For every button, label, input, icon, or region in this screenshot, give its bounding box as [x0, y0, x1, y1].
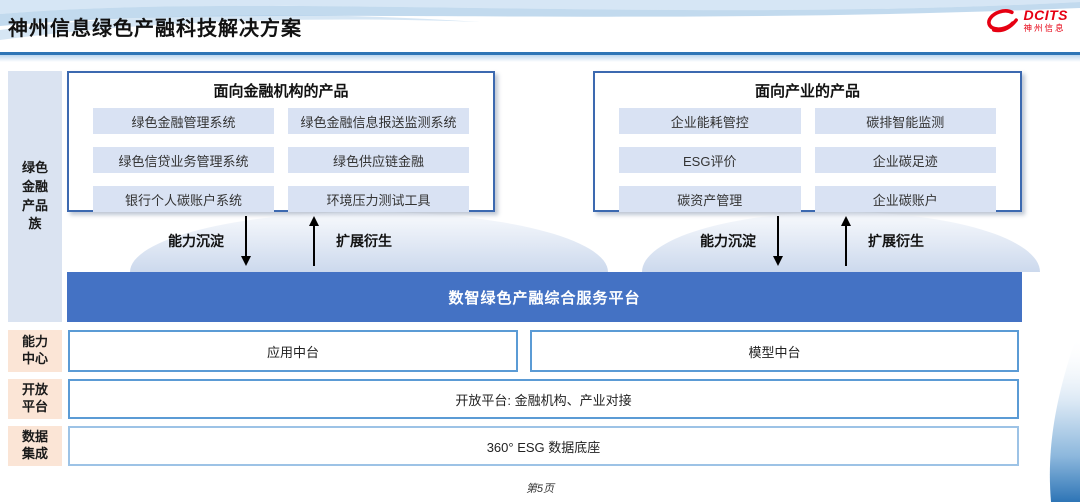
product-item: 环境压力测试工具 [288, 186, 469, 212]
sidebar-data-integration-label: 数据集成 [8, 426, 62, 466]
product-item: 银行个人碳账户系统 [93, 186, 274, 212]
group-title: 面向产业的产品 [754, 83, 860, 100]
flow-down-label: 能力沉淀 [700, 233, 756, 249]
product-item: 绿色信贷业务管理系统 [93, 147, 274, 173]
product-item: 绿色金融管理系统 [93, 108, 274, 134]
box-esg-data-base: 360° ESG 数据底座 [68, 426, 1019, 466]
arrow-down-icon [241, 216, 251, 266]
flow-up-label: 扩展衍生 [336, 233, 392, 249]
group-title: 面向金融机构的产品 [213, 83, 349, 100]
product-item: 绿色金融信息报送监测系统 [288, 108, 469, 134]
platform-title: 数智绿色产融综合服务平台 [448, 289, 641, 307]
title-rule-glow [0, 55, 1080, 62]
page-number: 第5页 [525, 483, 555, 495]
product-item: ESG评价 [619, 147, 801, 173]
flow-up-label: 扩展衍生 [868, 233, 924, 249]
platform-bar: 数智绿色产融综合服务平台 [67, 272, 1022, 322]
arrow-up-icon [309, 216, 319, 266]
box-open-platform: 开放平台: 金融机构、产业对接 [68, 379, 1019, 419]
company-logo: DCITS 神州信息 [984, 6, 1069, 34]
corner-swoosh-decoration [1049, 337, 1080, 502]
title-rule [0, 52, 1080, 55]
logo-name: DCITS [1023, 6, 1068, 23]
product-item: 企业碳账户 [814, 186, 996, 212]
sidebar-product-family-label: 绿色金融产品族 [8, 71, 62, 322]
flow-zone-right: 能力沉淀 扩展衍生 [700, 210, 924, 272]
sidebar-capability-label: 能力中心 [8, 330, 62, 372]
product-item: 绿色供应链金融 [288, 147, 469, 173]
group-items: 企业能耗管控 碳排智能监测 ESG评价 企业碳足迹 碳资产管理 企业碳账户 [595, 105, 1020, 212]
flow-down-label: 能力沉淀 [168, 233, 224, 249]
box-application-middleware: 应用中台 [68, 330, 518, 372]
product-item: 企业碳足迹 [814, 147, 996, 173]
page-title: 神州信息绿色产融科技解决方案 [8, 18, 302, 40]
box-model-middleware: 模型中台 [530, 330, 1019, 372]
group-industry-products: 面向产业的产品 企业能耗管控 碳排智能监测 ESG评价 企业碳足迹 碳资产管理 … [593, 71, 1022, 212]
flow-zone-left: 能力沉淀 扩展衍生 [168, 210, 392, 272]
sidebar-open-platform-label: 开放平台 [8, 379, 62, 419]
product-item: 企业能耗管控 [619, 108, 801, 134]
product-item: 碳排智能监测 [814, 108, 996, 134]
group-financial-products: 面向金融机构的产品 绿色金融管理系统 绿色金融信息报送监测系统 绿色信贷业务管理… [67, 71, 495, 212]
logo-subname: 神州信息 [1023, 22, 1066, 33]
arrow-up-icon [841, 216, 851, 266]
dcits-swirl-icon [986, 9, 1018, 33]
group-items: 绿色金融管理系统 绿色金融信息报送监测系统 绿色信贷业务管理系统 绿色供应链金融… [69, 105, 493, 212]
arrow-down-icon [773, 216, 783, 266]
product-item: 碳资产管理 [619, 186, 801, 212]
